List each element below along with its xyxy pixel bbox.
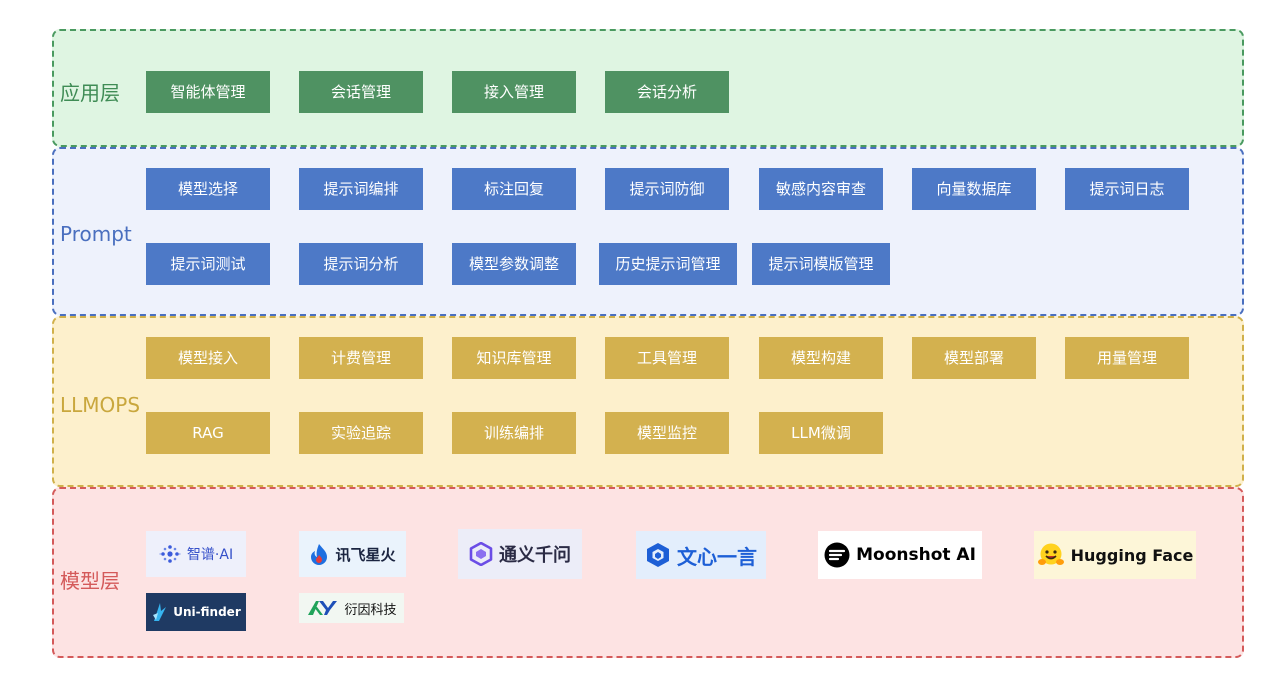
wenxin-logo-icon [647, 543, 669, 567]
provider-zhipu-logo: 智谱·AI [146, 531, 246, 577]
module-usage-management: 用量管理 [1065, 337, 1189, 379]
prompt-layer-label: Prompt [60, 222, 132, 246]
provider-name: Uni-finder [173, 605, 241, 619]
module-experiment-tracking: 实验追踪 [299, 412, 423, 454]
application-layer-label: 应用层 [60, 81, 120, 105]
module-llm-fine-tuning: LLM微调 [759, 412, 883, 454]
module-sensitive-content-review: 敏感内容审查 [759, 168, 883, 210]
module-prompt-orchestration: 提示词编排 [299, 168, 423, 210]
module-access-management: 接入管理 [452, 71, 576, 113]
tongyi-logo-icon [469, 542, 493, 566]
provider-name: 文心一言 [677, 544, 757, 569]
provider-yanyin-logo: 衍因科技 [299, 593, 404, 623]
module-rag: RAG [146, 412, 270, 454]
model-layer-label: 模型层 [60, 569, 120, 593]
module-prompt-defense: 提示词防御 [605, 168, 729, 210]
module-tool-management: 工具管理 [605, 337, 729, 379]
module-model-monitoring: 模型监控 [605, 412, 729, 454]
module-prompt-testing: 提示词测试 [146, 243, 270, 285]
hugging-face-emoji-icon [1037, 543, 1064, 565]
zhipu-logo-icon [159, 545, 181, 563]
provider-iflytek-logo: 讯飞星火 [299, 531, 406, 577]
moonshot-logo-icon [824, 542, 850, 568]
provider-name: 讯飞星火 [335, 545, 396, 564]
module-session-analysis: 会话分析 [605, 71, 729, 113]
module-training-orchestration: 训练编排 [452, 412, 576, 454]
application-layer: 应用层 智能体管理 会话管理 接入管理 会话分析 [52, 29, 1244, 147]
module-model-access: 模型接入 [146, 337, 270, 379]
module-billing-management: 计费管理 [299, 337, 423, 379]
provider-uni-finder-logo: Uni-finder [146, 593, 246, 631]
module-prompt-log: 提示词日志 [1065, 168, 1189, 210]
module-session-management: 会话管理 [299, 71, 423, 113]
provider-name: 通义千问 [499, 545, 571, 566]
module-model-building: 模型构建 [759, 337, 883, 379]
prompt-layer: Prompt 模型选择 提示词编排 标注回复 提示词防御 敏感内容审查 向量数据… [52, 147, 1244, 316]
uni-finder-logo-icon [153, 603, 167, 621]
provider-name: 智谱·AI [186, 547, 234, 563]
module-prompt-template-management: 提示词模版管理 [752, 243, 890, 285]
module-model-deployment: 模型部署 [912, 337, 1036, 379]
module-vector-database: 向量数据库 [912, 168, 1036, 210]
provider-name: Moonshot AI [856, 545, 976, 565]
module-prompt-analysis: 提示词分析 [299, 243, 423, 285]
yanyin-logo-icon [308, 601, 338, 615]
provider-hugging-face-logo: Hugging Face [1034, 531, 1196, 579]
iflytek-logo-icon [311, 544, 328, 565]
provider-name: Hugging Face [1070, 545, 1194, 565]
llmops-layer: LLMOPS 模型接入 计费管理 知识库管理 工具管理 模型构建 模型部署 用量… [52, 316, 1244, 487]
llmops-layer-label: LLMOPS [60, 393, 141, 417]
module-knowledge-base-management: 知识库管理 [452, 337, 576, 379]
module-model-parameter-tuning: 模型参数调整 [452, 243, 576, 285]
provider-tongyi-logo: 通义千问 [458, 529, 582, 579]
module-model-selection: 模型选择 [146, 168, 270, 210]
module-prompt-history-management: 历史提示词管理 [599, 243, 737, 285]
model-layer: 模型层 智谱·AI 讯飞星火 通义千问 [52, 487, 1244, 658]
provider-moonshot-logo: Moonshot AI [818, 531, 982, 579]
provider-name: 衍因科技 [344, 602, 397, 618]
provider-wenxin-logo: 文心一言 [636, 531, 766, 579]
module-annotated-reply: 标注回复 [452, 168, 576, 210]
module-agent-management: 智能体管理 [146, 71, 270, 113]
